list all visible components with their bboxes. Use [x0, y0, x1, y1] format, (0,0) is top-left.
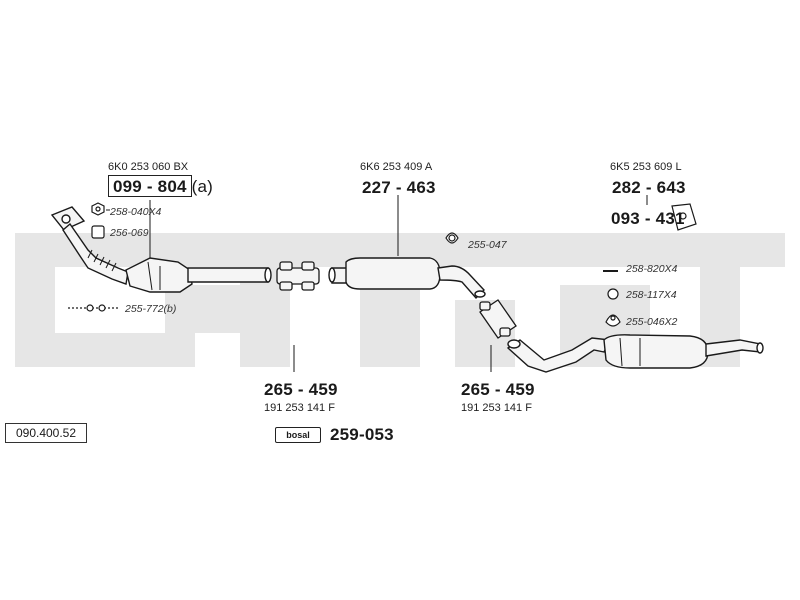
- middle-silencer-oem-number: 6K6 253 409 A: [360, 161, 433, 173]
- catalyst-oem-number: 6K0 253 060 BX: [108, 161, 189, 173]
- rear-silencer-drawing: [506, 334, 764, 373]
- ref-r6[interactable]: 258-117X4: [626, 289, 677, 301]
- ref-r3[interactable]: 255-772(b): [125, 303, 177, 315]
- hanger-block-part-number[interactable]: 093 - 431: [611, 209, 685, 228]
- catalytic-converter-pipe: [50, 206, 272, 293]
- assembly-kit-part-number[interactable]: 259-053: [330, 425, 394, 444]
- gasket-icon: [91, 225, 105, 239]
- catalyst-part-number-text[interactable]: 099 - 804: [108, 175, 192, 197]
- middle-silencer-part-number[interactable]: 227 - 463: [362, 178, 436, 197]
- clamp-left-oem-number: 191 253 141 F: [264, 402, 335, 414]
- clamp-left-part-number[interactable]: 265 - 459: [264, 380, 338, 399]
- ref-r4[interactable]: 255-047: [468, 239, 507, 251]
- ref-r1[interactable]: 258-040X4: [110, 206, 162, 218]
- leader-lines: [106, 195, 648, 372]
- clamp-right-oem-number: 191 253 141 F: [461, 402, 532, 414]
- catalyst-part-suffix: (a): [191, 177, 214, 196]
- ref-r2[interactable]: 256-069: [110, 227, 149, 239]
- clamp-left-drawing: [276, 261, 320, 291]
- rear-silencer-part-number[interactable]: 282 - 643: [612, 178, 686, 197]
- diagram-id: 090.400.52: [5, 423, 87, 443]
- middle-silencer-drawing: [328, 257, 486, 300]
- ref-r5[interactable]: 258-820X4: [626, 263, 678, 275]
- small-parts: [68, 202, 697, 327]
- rear-silencer-oem-number: 6K5 253 609 L: [610, 161, 682, 173]
- ref-r7[interactable]: 255-046X2: [626, 316, 678, 328]
- clamp-right-drawing: [479, 299, 517, 339]
- clamp-right-part-number[interactable]: 265 - 459: [461, 380, 535, 399]
- bosal-badge: bosal: [275, 427, 321, 443]
- catalyst-part-number[interactable]: 099 - 804(a): [108, 175, 214, 197]
